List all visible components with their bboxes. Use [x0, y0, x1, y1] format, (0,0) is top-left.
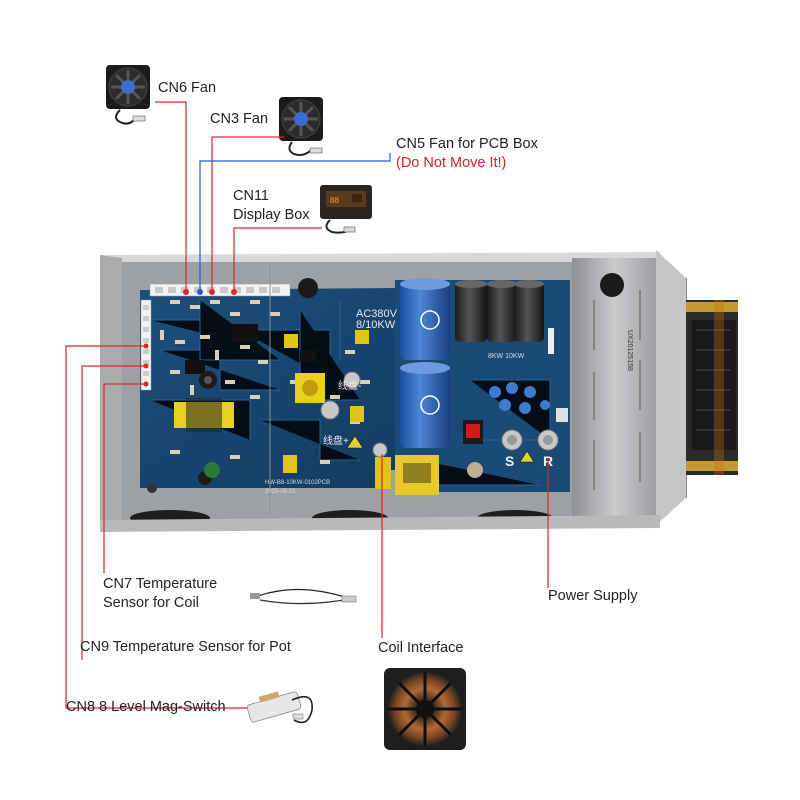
- induction-coil-image: [384, 668, 466, 750]
- cn11-display-box-label: Display Box: [233, 207, 310, 223]
- power-supply-label: Power Supply: [548, 588, 638, 604]
- cn6-fan-image: [106, 65, 150, 125]
- cn11-display-box-image: 88: [320, 185, 372, 234]
- cap-rating-text: 8KW 10KW: [488, 353, 525, 360]
- side-serial-text: UX20125158: [626, 330, 633, 371]
- cn5-fan-label: CN5 Fan for PCB Box: [396, 136, 538, 152]
- callout-lines: [65, 101, 549, 709]
- terminal-s-text: S: [505, 453, 514, 469]
- cn5-warning-label: (Do Not Move It!): [396, 155, 507, 171]
- cn7-label-line1: CN7 Temperature: [103, 576, 218, 592]
- board-voltage-text: AC380V: [356, 308, 398, 320]
- coil-plus-text: 线盘+: [323, 434, 349, 447]
- cn7-label-line2: Sensor for Coil: [103, 595, 199, 611]
- cn11-label: CN11: [233, 188, 269, 204]
- cn6-fan-label: CN6 Fan: [158, 80, 217, 96]
- blue-capacitors: [400, 278, 450, 448]
- callout-dots: [143, 289, 237, 387]
- coil-interface-label: Coil Interface: [378, 640, 464, 656]
- temperature-probe-image: [250, 588, 357, 605]
- board-date-text: 2020-06-01: [265, 489, 296, 495]
- cn3-fan-label: CN3 Fan: [210, 111, 269, 127]
- svg-text:88: 88: [330, 196, 339, 205]
- cn3-fan-image: [279, 97, 323, 156]
- cn9-label: CN9 Temperature Sensor for Pot: [80, 639, 291, 655]
- black-capacitors: [455, 280, 544, 342]
- mag-switch-image: [246, 691, 313, 724]
- coil-minus-text: 线盘-: [338, 379, 361, 392]
- board-model-text: HW-B8-10KW-0102PCB: [265, 480, 330, 486]
- cn8-label: CN8 8 Level Mag-Switch: [66, 699, 226, 715]
- board-power-text: 8/10KW: [356, 319, 396, 331]
